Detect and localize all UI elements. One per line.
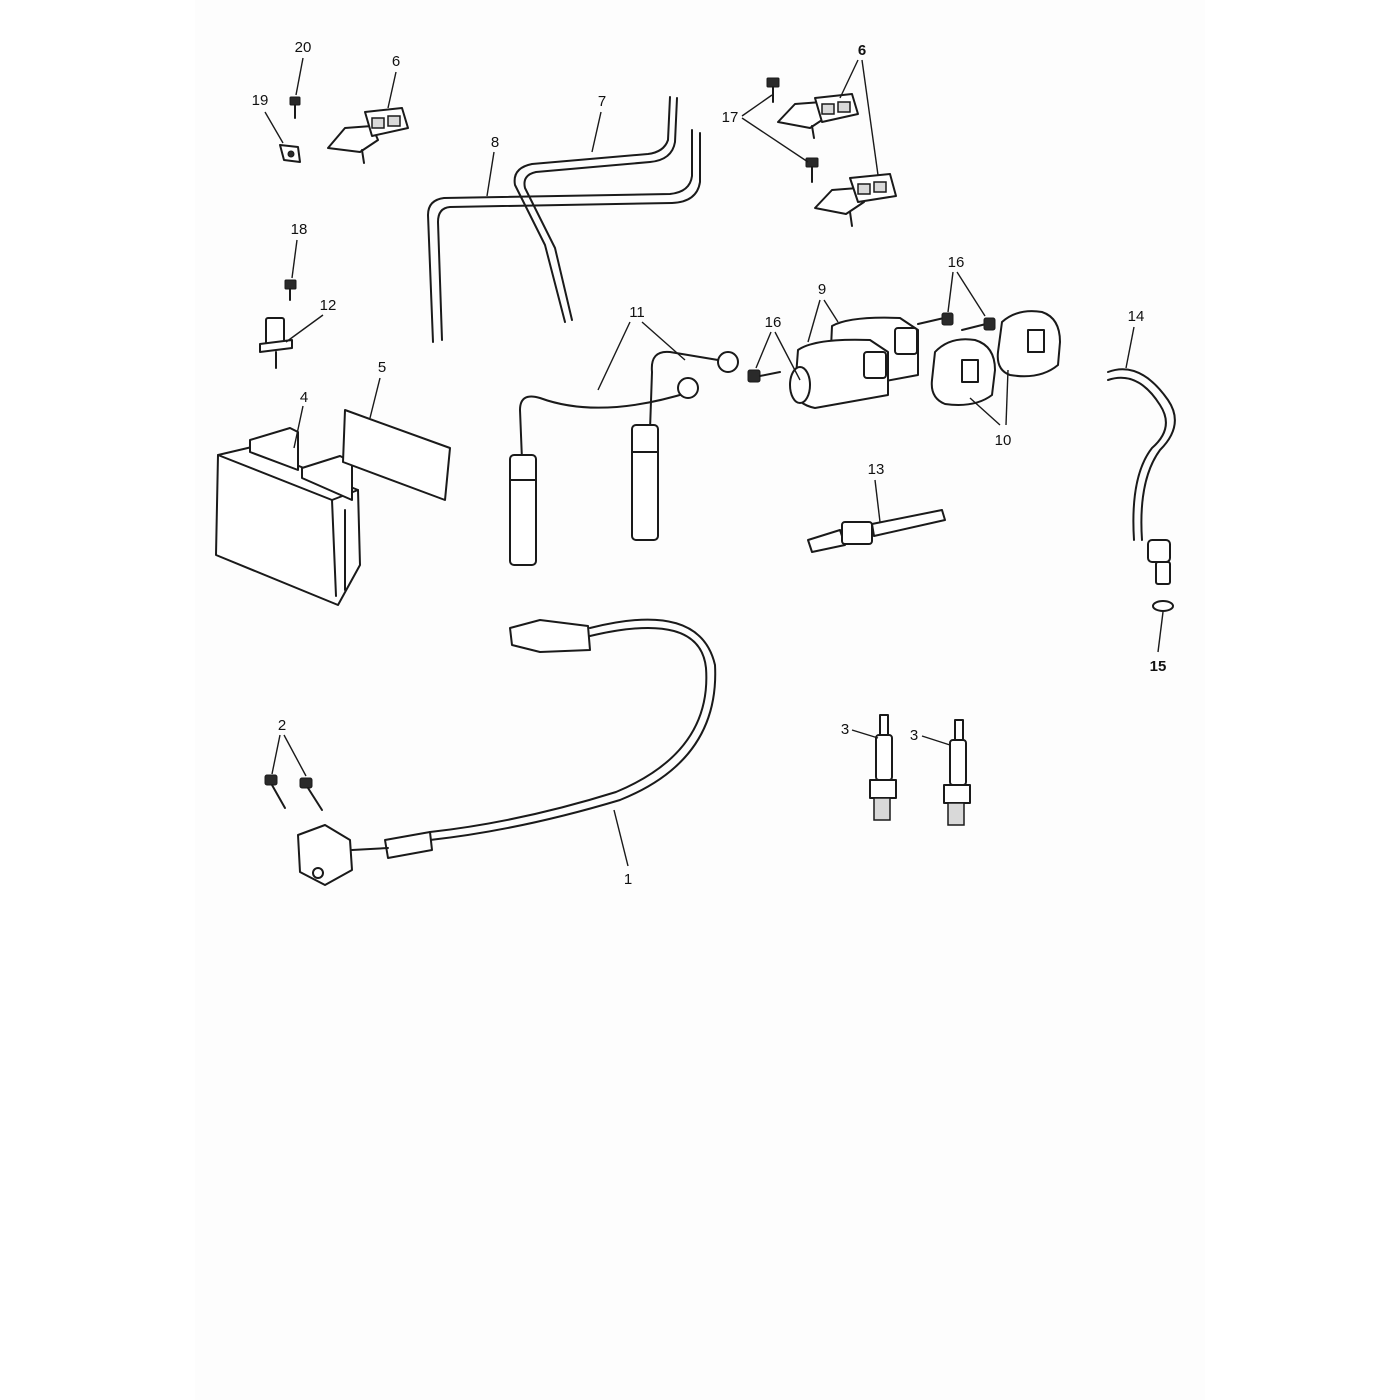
callout-1: 1 (624, 871, 632, 888)
callout-3-right: 3 (910, 727, 918, 744)
callout-11: 11 (629, 304, 645, 321)
callout-20: 20 (295, 39, 312, 56)
part-11-ht-leads (509, 350, 739, 566)
part-6-sensor-right-upper (777, 93, 859, 139)
callout-9: 9 (818, 281, 826, 298)
part-3-spark-plug-right (943, 719, 971, 826)
part-1-sensor-harness (297, 618, 717, 886)
diagram-sheet (195, 0, 1205, 1400)
callout-14: 14 (1128, 308, 1145, 325)
callout-2: 2 (278, 717, 286, 734)
callout-16-left: 16 (765, 314, 782, 331)
callout-19: 19 (252, 92, 269, 109)
callout-4: 4 (300, 389, 308, 406)
part-6-sensor-right-lower (814, 173, 897, 227)
callout-8: 8 (491, 134, 499, 151)
part-10-cap-right (996, 310, 1061, 378)
part-17-screw-lower (805, 157, 819, 183)
callout-17: 17 (722, 109, 739, 126)
callout-5: 5 (378, 359, 386, 376)
part-14-lambda-sensor (1107, 368, 1176, 585)
callout-7: 7 (598, 93, 606, 110)
leader-lines (264, 57, 1164, 867)
callout-16-right: 16 (948, 254, 965, 271)
callout-15: 15 (1150, 658, 1167, 675)
part-6-sensor-left (327, 107, 409, 164)
part-12-sensor (259, 317, 293, 369)
callout-12: 12 (320, 297, 337, 314)
part-5-pad (342, 409, 451, 501)
part-15-washer (1152, 600, 1174, 612)
part-18-screw (284, 279, 297, 301)
part-9-coil-front (789, 338, 889, 409)
part-2-screws (264, 774, 323, 811)
callout-10: 10 (995, 432, 1012, 449)
part-16-bolt-left (747, 369, 781, 383)
part-13-sensor (807, 509, 946, 553)
callout-18: 18 (291, 221, 308, 238)
part-8-tube (427, 129, 701, 343)
part-17-screw-upper (766, 77, 780, 103)
callout-6-right: 6 (858, 42, 866, 59)
part-16-bolt-right-a (917, 312, 954, 326)
callout-numbers: 20 6 19 7 8 6 17 18 12 16 9 16 11 14 5 4… (252, 39, 1167, 888)
callout-3-left: 3 (841, 721, 849, 738)
part-4-ecu (215, 427, 361, 606)
part-10-cap-left (930, 338, 996, 406)
part-3-spark-plug-left (869, 714, 897, 821)
part-16-bolt-right-b (961, 317, 996, 331)
part-7-tube (513, 96, 678, 323)
part-19-clip-nut (279, 144, 301, 163)
callout-13: 13 (868, 461, 885, 478)
part-20-screw (289, 96, 301, 119)
callout-6-left: 6 (392, 53, 400, 70)
